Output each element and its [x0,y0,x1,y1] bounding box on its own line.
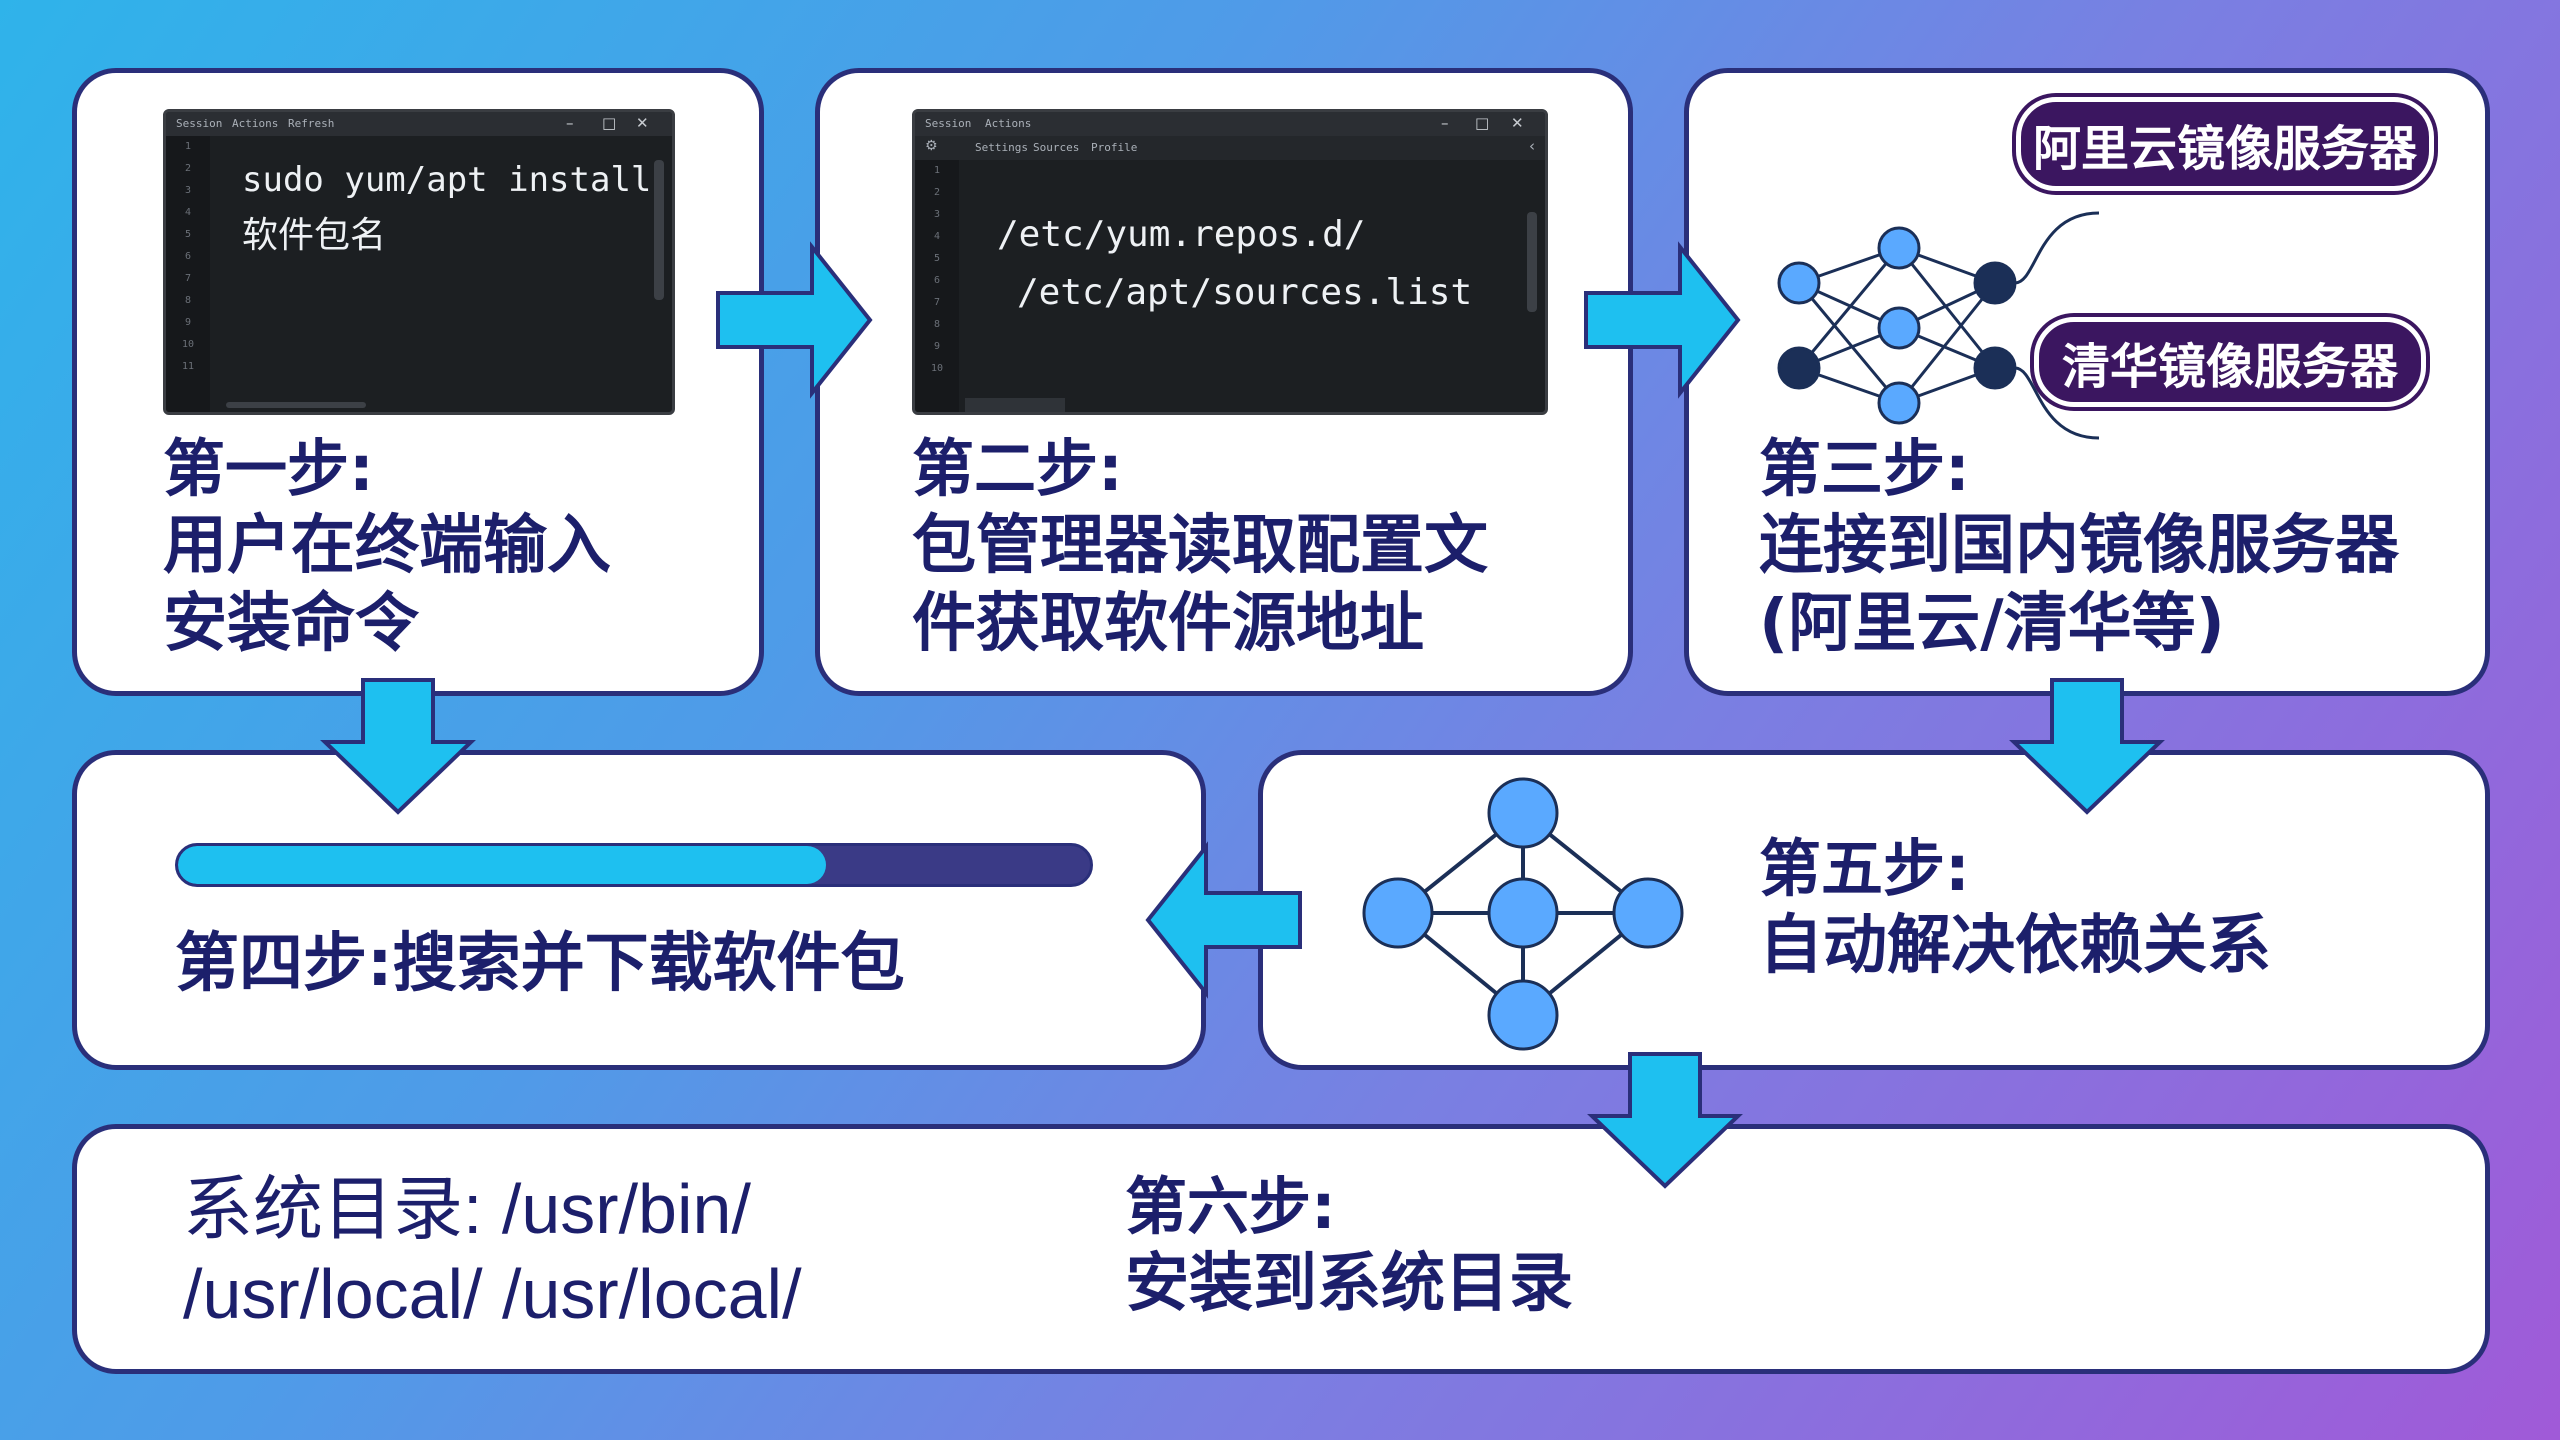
step4-card: 第四步:搜索并下载软件包 [72,750,1206,1070]
terminal-menu-actions[interactable]: Actions [985,117,1032,130]
step2-terminal: Session Actions – □ ✕ ⚙ Settings Sources… [912,109,1548,415]
step5-label: 第五步: [1759,832,1970,905]
config-path-apt: /etc/apt/sources.list [1017,272,1473,313]
download-progress-bar [175,843,1093,887]
maximize-icon[interactable]: □ [602,114,617,132]
arrow-down-icon [2009,678,2165,815]
system-directory-line2: /usr/local/ /usr/local/ [183,1255,802,1334]
terminal-scrollbar[interactable] [1527,212,1537,312]
terminal-titlebar: Session Actions – □ ✕ [915,112,1545,136]
terminal-hscrollbar[interactable] [226,402,366,408]
arrow-down-icon [1587,1052,1743,1189]
maximize-icon[interactable]: □ [1475,114,1490,132]
step5-card: 第五步: 自动解决依赖关系 [1258,750,2490,1070]
terminal-menu-session[interactable]: Session [176,117,223,130]
mirror-aliyun-badge: 阿里云镜像服务器 [2016,97,2434,191]
mirror-tsinghua-badge: 清华镜像服务器 [2034,317,2426,407]
command-line-2: 软件包名 [242,215,387,256]
toolbar-tab-profile[interactable]: Profile [1091,141,1138,154]
step2-line2: 件获取软件源地址 [912,586,1424,661]
step3-card: 阿里云镜像服务器 清华镜像服务器 第三步: 连接到国内镜像服务器 (阿里云/清华… [1684,68,2490,696]
step2-card: Session Actions – □ ✕ ⚙ Settings Sources… [815,68,1633,696]
step2-label: 第二步: [912,432,1123,505]
download-progress-fill [178,846,826,884]
toolbar-tab-settings[interactable]: Settings [975,141,1028,154]
system-directory-line1: 系统目录: /usr/bin/ [183,1170,751,1248]
arrow-left-icon [1145,841,1302,999]
terminal-menu-session[interactable]: Session [925,117,972,130]
step3-label: 第三步: [1759,432,1970,505]
step3-line2: (阿里云/清华等) [1759,586,2225,661]
minimize-icon[interactable]: – [1441,114,1449,132]
terminal-menu-actions[interactable]: Actions [232,117,279,130]
settings-icon[interactable]: ⚙ [925,138,938,154]
step5-line1: 自动解决依赖关系 [1759,908,2271,983]
close-icon[interactable]: ✕ [1511,114,1524,132]
step4-label: 第四步:搜索并下载软件包 [175,927,905,1001]
terminal-titlebar: Session Actions Refresh – □ ✕ [166,112,672,136]
step6-label: 第六步: [1125,1170,1336,1243]
command-line-1: sudo yum/apt install [242,160,652,200]
terminal-statusbar [965,398,1065,412]
mirror-network-icon [1777,211,2100,440]
step6-card: 系统目录: /usr/bin/ /usr/local/ /usr/local/ … [72,1124,2490,1374]
step6-line1: 安装到系统目录 [1125,1246,1573,1321]
step1-label: 第一步: [163,432,374,505]
config-path-yum: /etc/yum.repos.d/ [997,214,1366,255]
step1-line2: 安装命令 [163,586,419,661]
terminal-toolbar: ⚙ Settings Sources Profile ‹ [915,136,1545,160]
toolbar-tab-sources[interactable]: Sources [1033,141,1080,154]
dependency-graph-icon [1362,777,1684,1051]
step2-line1: 包管理器读取配置文 [912,508,1488,583]
terminal-menu-refresh[interactable]: Refresh [288,117,335,130]
arrow-right-icon [1584,241,1741,399]
close-icon[interactable]: ✕ [636,114,649,132]
terminal-scrollbar[interactable] [654,160,664,300]
arrow-down-icon [320,678,476,815]
step3-line1: 连接到国内镜像服务器 [1759,508,2399,583]
chevron-left-icon[interactable]: ‹ [1529,137,1535,155]
step1-line1: 用户在终端输入 [163,508,611,583]
minimize-icon[interactable]: – [566,114,574,132]
arrow-right-icon [716,241,873,399]
